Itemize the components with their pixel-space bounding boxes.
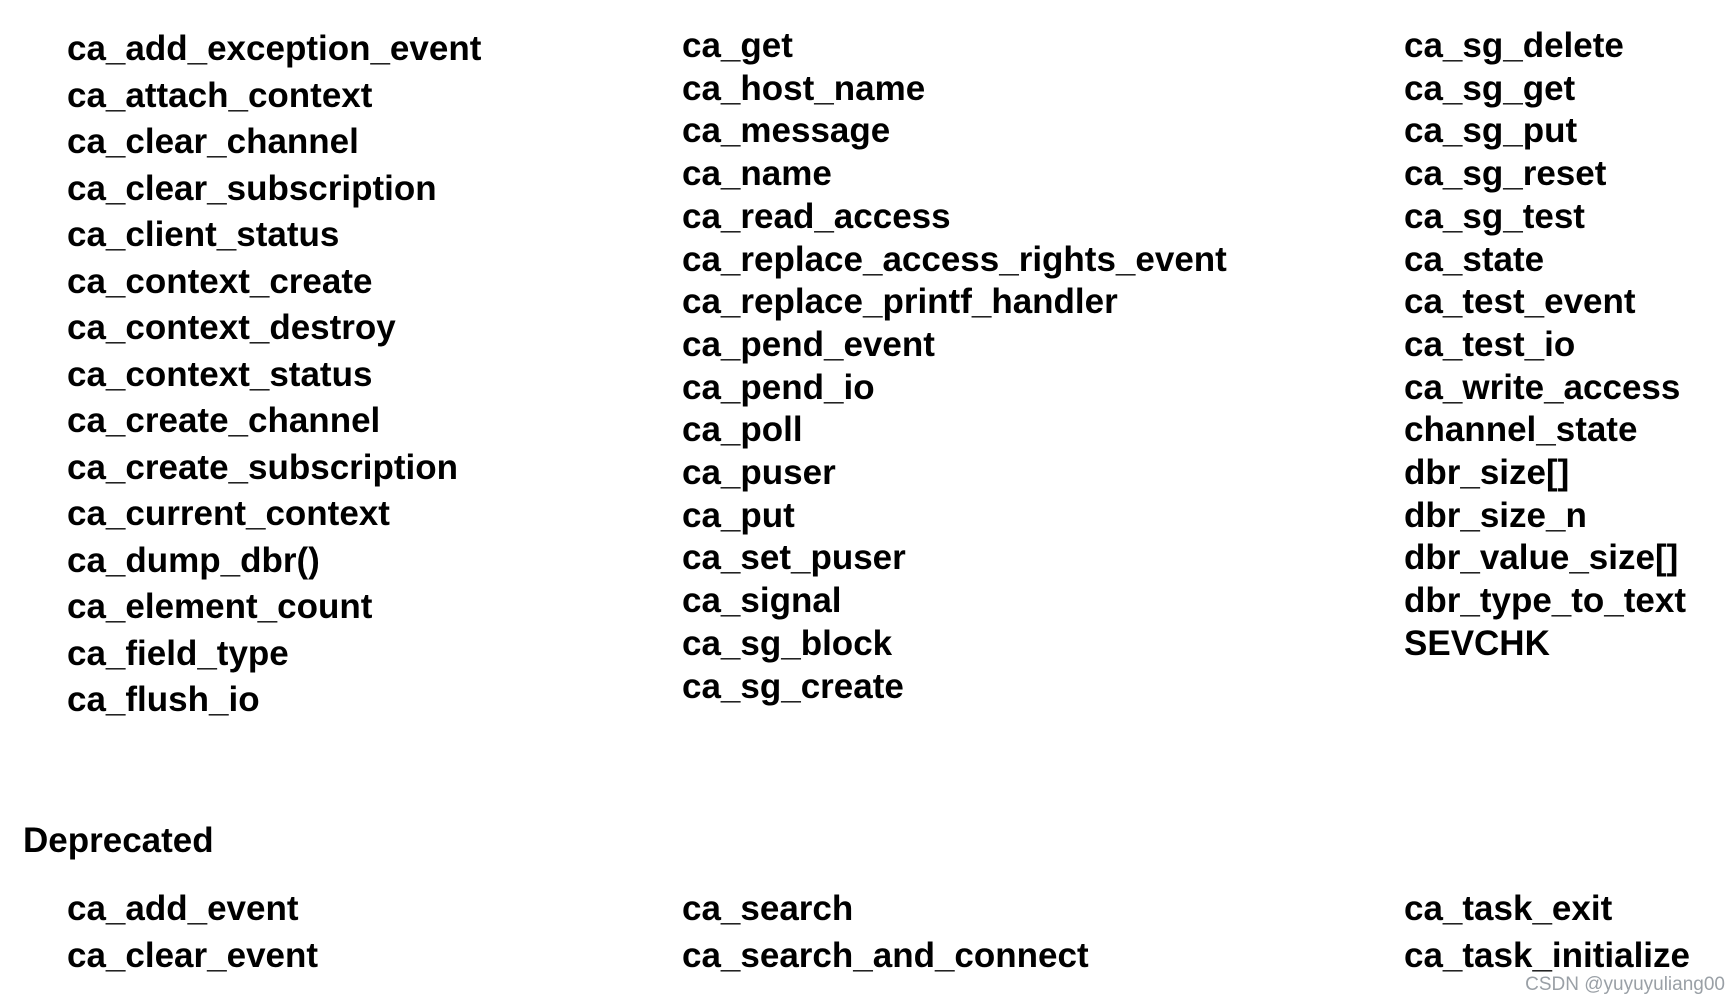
function-name-item: ca_read_access (682, 196, 951, 236)
function-name-item: ca_set_puser (682, 538, 906, 578)
function-name-item: ca_context_status (67, 354, 373, 394)
function-name-item: ca_search_and_connect (682, 936, 1089, 975)
function-name-item: dbr_size[] (1404, 453, 1570, 492)
function-name-item: ca_clear_subscription (67, 168, 437, 208)
function-name-item: ca_puser (682, 453, 836, 492)
function-name-item: ca_clear_channel (67, 122, 359, 161)
function-name-item: ca_host_name (682, 68, 926, 108)
function-name-item: dbr_value_size[] (1404, 538, 1679, 578)
function-name-item: ca_sg_block (682, 623, 893, 663)
function-name-item: ca_create_channel (67, 401, 381, 440)
function-name-item: ca_sg_delete (1404, 26, 1624, 65)
function-name-item: ca_field_type (67, 633, 289, 673)
function-name-item: ca_name (682, 154, 832, 194)
function-name-item: ca_flush_io (67, 680, 260, 719)
function-name-item: ca_signal (682, 581, 842, 621)
function-name-item: ca_task_exit (1404, 889, 1613, 928)
function-name-item: ca_sg_create (682, 666, 904, 706)
function-name-item: ca_poll (682, 410, 803, 450)
function-name-item: ca_replace_printf_handler (682, 282, 1118, 322)
function-name-item: dbr_size_n (1404, 495, 1587, 535)
function-name-item: ca_create_subscription (67, 447, 459, 487)
function-name-item: ca_add_exception_event (67, 29, 482, 68)
function-name-item: ca_replace_access_rights_event (682, 239, 1227, 279)
function-name-item: ca_sg_test (1404, 196, 1585, 236)
deprecated-heading: Deprecated (23, 821, 214, 860)
function-name-item: ca_attach_context (67, 75, 373, 115)
function-name-item: ca_element_count (67, 587, 373, 626)
function-name-item: ca_clear_event (67, 936, 319, 975)
function-name-item: ca_add_event (67, 889, 299, 928)
function-name-item: SEVCHK (1404, 623, 1550, 663)
watermark: CSDN @yuyuyuliang00 (1525, 974, 1725, 995)
function-name-item: ca_sg_put (1404, 111, 1578, 151)
function-name-item: ca_current_context (67, 494, 390, 533)
function-name-item: ca_pend_io (682, 367, 875, 407)
function-name-item: ca_message (682, 111, 891, 151)
function-name-item: ca_state (1404, 239, 1545, 279)
function-name-item: ca_client_status (67, 215, 340, 254)
function-name-item: ca_write_access (1404, 367, 1681, 407)
function-name-item: ca_dump_dbr() (67, 540, 320, 580)
function-name-item: dbr_type_to_text (1404, 581, 1687, 621)
function-name-item: ca_get (682, 26, 793, 65)
function-name-item: ca_test_event (1404, 282, 1636, 322)
function-name-item: ca_sg_get (1404, 68, 1576, 108)
function-name-item: channel_state (1404, 410, 1638, 450)
function-name-item: ca_test_io (1404, 324, 1576, 364)
function-name-item: ca_pend_event (682, 324, 935, 364)
function-name-item: ca_context_destroy (67, 308, 396, 347)
function-name-item: ca_context_create (67, 261, 373, 301)
function-name-item: ca_sg_reset (1404, 154, 1607, 194)
function-name-item: ca_task_initialize (1404, 936, 1690, 975)
function-name-item: ca_put (682, 495, 795, 535)
function-name-item: ca_search (682, 889, 854, 928)
